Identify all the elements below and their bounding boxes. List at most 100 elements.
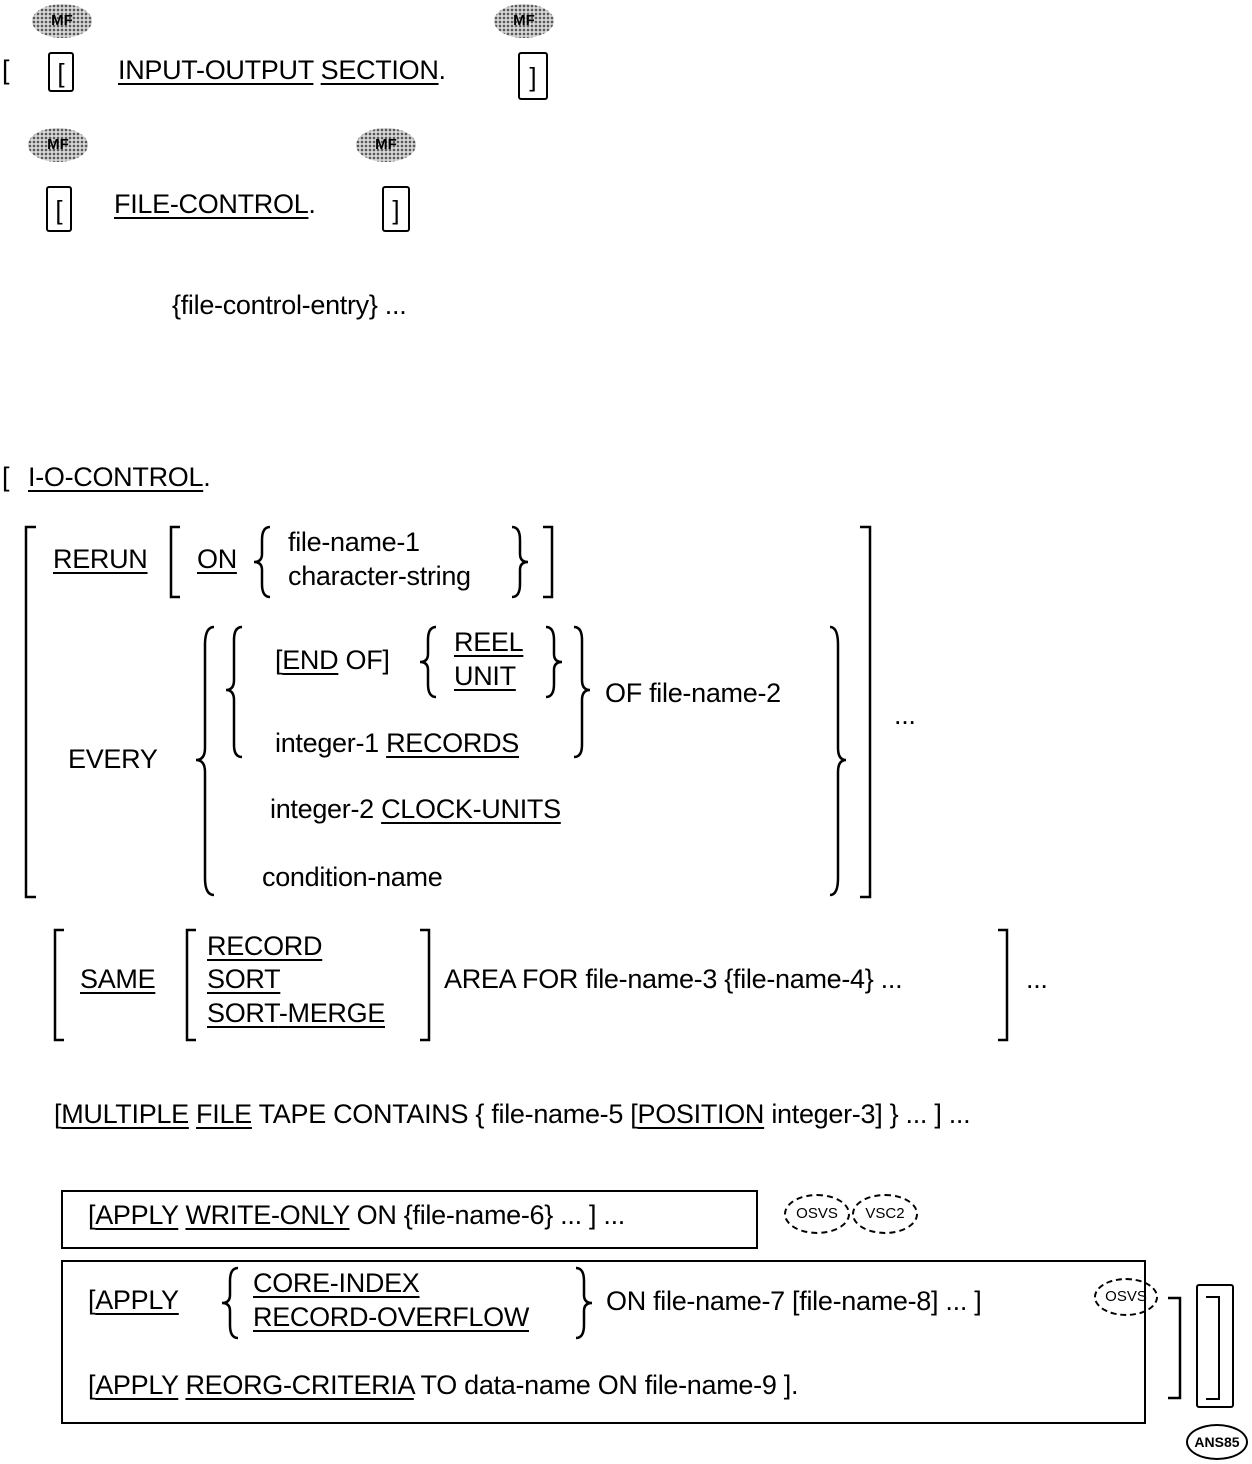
mf-bracket-right: ] — [382, 186, 410, 232]
on-left-brace — [253, 525, 271, 599]
vsc2-badge: VSC2 — [852, 1194, 918, 1234]
apply-options-box — [61, 1260, 1146, 1424]
io-control-bracket: [ — [2, 462, 10, 492]
multiple-keyword: MULTIPLE — [61, 1099, 189, 1129]
sort-merge-sort: SORT — [207, 998, 279, 1028]
heading-period: . — [438, 55, 447, 85]
multiple-file-phrase: [MULTIPLE FILE TAPE CONTAINS { file-name… — [54, 1099, 971, 1129]
reorg-criteria-keyword: REORG-CRITERIA — [185, 1370, 414, 1400]
of-file-name-2: OF file-name-2 — [605, 678, 781, 708]
apply2-tail: ON file-name-7 [file-name-8] ... ] — [606, 1286, 982, 1316]
rerun-ellipsis: ... — [894, 700, 916, 730]
file-control-keyword: FILE-CONTROL — [114, 189, 309, 219]
outer-bracket: [ — [2, 55, 10, 85]
reel-right-brace — [545, 625, 563, 699]
mf-badge: MF — [32, 4, 92, 38]
every-right-brace — [829, 625, 847, 897]
record-overflow-keyword: RECORD-OVERFLOW — [253, 1302, 530, 1332]
section-keyword: SECTION — [320, 55, 439, 85]
integer-1: integer-1 — [275, 728, 387, 758]
apply-keyword: APPLY — [95, 1370, 179, 1400]
same-outer-right-bracket — [998, 928, 1009, 1042]
reel-left-brace — [419, 625, 437, 699]
multiple-tail: integer-3] } ... ] ... — [764, 1099, 971, 1129]
mf-bracket-right: ] — [518, 52, 548, 100]
ans85-badge: ANS85 — [1186, 1424, 1248, 1460]
apply-left-brace — [221, 1266, 239, 1340]
mf-badge: MF — [356, 128, 416, 162]
mf-bracket-left: [ — [46, 186, 72, 232]
input-output-keyword: INPUT-OUTPUT — [118, 55, 314, 85]
apply-keyword: APPLY — [95, 1200, 179, 1230]
sort-keyword: SORT — [207, 964, 281, 994]
io-control-keyword: I-O-CONTROL — [28, 462, 204, 492]
rerun-outer-left-bracket — [24, 525, 36, 899]
core-index-keyword: CORE-INDEX — [253, 1268, 420, 1298]
io-control-heading: I-O-CONTROL. — [28, 462, 211, 492]
apply1-tail: ON {file-name-6} ... ] ... — [349, 1200, 626, 1230]
input-output-section-heading: INPUT-OUTPUT SECTION. — [118, 55, 446, 85]
osvs-badge: OSVS — [1094, 1278, 1158, 1316]
apply-keyword: APPLY — [95, 1285, 179, 1315]
heading-period: . — [203, 462, 211, 492]
area-for-phrase: AREA FOR file-name-3 {file-name-4} ... — [444, 964, 903, 994]
rerun-outer-right-bracket — [860, 525, 872, 899]
every-keyword: EVERY — [68, 744, 158, 774]
apply3-tail: TO data-name ON file-name-9 ]. — [413, 1370, 799, 1400]
apply-core-index-open: [APPLY — [88, 1285, 179, 1315]
same-outer-left-bracket — [53, 928, 64, 1042]
integer-1-phrase: integer-1 RECORDS — [275, 728, 519, 758]
every-left-brace — [195, 625, 215, 897]
end-open-bracket: [ — [275, 645, 283, 675]
ans85-bracket-inner — [1206, 1296, 1220, 1400]
sort-merge-keyword: SORT-MERGE — [207, 998, 385, 1028]
mf-badge: MF — [494, 4, 554, 38]
same-ellipsis: ... — [1026, 964, 1048, 994]
apply-reorg-phrase: [APPLY REORG-CRITERIA TO data-name ON fi… — [88, 1370, 798, 1400]
sort-merge-rest: -MERGE — [278, 998, 386, 1028]
mf-badge: MF — [28, 128, 88, 162]
multiple-open: [ — [54, 1099, 62, 1129]
osvs-badge: OSVS — [784, 1194, 850, 1234]
record-keyword: RECORD — [207, 931, 323, 961]
rerun-keyword: RERUN — [53, 544, 148, 574]
file-control-heading: FILE-CONTROL. — [114, 189, 316, 219]
write-only-keyword: WRITE-ONLY — [185, 1200, 350, 1230]
end-of-phrase: [END OF] — [275, 645, 390, 675]
inner-left-brace — [225, 625, 243, 759]
on-keyword: ON — [197, 544, 237, 574]
closing-bracket-thin — [1168, 1296, 1182, 1400]
tape-contains: TAPE CONTAINS { file-name-5 [ — [251, 1099, 638, 1129]
integer-2-phrase: integer-2 CLOCK-UNITS — [270, 794, 561, 824]
end-keyword: END — [282, 645, 339, 675]
condition-name: condition-name — [262, 862, 443, 892]
same-inner-left-bracket — [185, 928, 196, 1042]
records-keyword: RECORDS — [386, 728, 519, 758]
file-name-1: file-name-1 — [288, 527, 420, 557]
on-right-bracket — [543, 525, 554, 599]
of-close: OF] — [338, 645, 390, 675]
heading-period: . — [308, 189, 316, 219]
apply-write-only-phrase: [APPLY WRITE-ONLY ON {file-name-6} ... ]… — [88, 1200, 625, 1230]
unit-keyword: UNIT — [454, 661, 516, 691]
inner-right-brace — [573, 625, 591, 759]
position-keyword: POSITION — [637, 1099, 765, 1129]
apply-right-brace — [575, 1266, 593, 1340]
ans85-bracket — [1196, 1284, 1234, 1408]
file-control-entry: {file-control-entry} ... — [172, 290, 407, 320]
on-right-brace — [511, 525, 529, 599]
reel-keyword: REEL — [454, 627, 524, 657]
character-string: character-string — [288, 561, 471, 591]
integer-2: integer-2 — [270, 794, 382, 824]
apply2-open: [ — [88, 1285, 96, 1315]
same-inner-right-bracket — [420, 928, 431, 1042]
same-keyword: SAME — [80, 964, 156, 994]
apply3-open: [ — [88, 1370, 96, 1400]
apply1-open: [ — [88, 1200, 96, 1230]
file-keyword: FILE — [196, 1099, 252, 1129]
on-left-bracket — [169, 525, 180, 599]
apply-write-only-box — [61, 1190, 758, 1249]
clock-units-keyword: CLOCK-UNITS — [381, 794, 561, 824]
mf-bracket-left: [ — [48, 52, 74, 92]
